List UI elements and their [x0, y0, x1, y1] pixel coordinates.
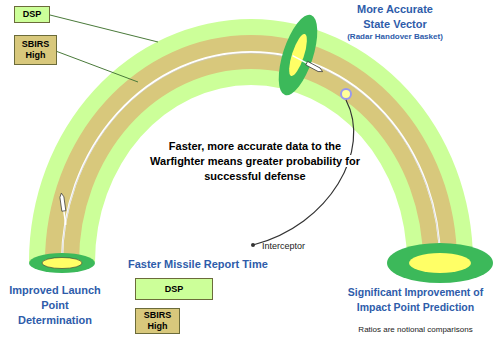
box-label: DSP: [165, 284, 184, 295]
trajectory-edge: [62, 53, 440, 263]
impact-point-heading: Significant Improvement of Impact Point …: [348, 286, 483, 313]
interceptor-label: Interceptor: [262, 241, 305, 251]
impact-ellipse: [387, 243, 493, 283]
missile-trail: [64, 211, 66, 225]
interceptor-label-box: Interceptor: [262, 238, 322, 252]
basket-subheading: (Radar Handover Basket): [347, 32, 443, 41]
report-time-heading-box: Faster Missile Report Time: [128, 256, 288, 271]
impact-core: [409, 253, 471, 273]
missile-trail: [293, 56, 307, 64]
sbirs-key-box: SBIRS High: [14, 35, 57, 65]
basket-ellipse: [271, 10, 325, 99]
dsp-time-bar: DSP: [135, 278, 213, 300]
dsp-band: [29, 19, 473, 262]
dsp-key-box: DSP: [14, 6, 50, 23]
box-label: SBIRS High: [136, 310, 179, 332]
ratios-note: Ratios are notional comparisons: [358, 325, 472, 334]
trajectory: [62, 52, 440, 262]
interceptor-site: [251, 243, 255, 247]
central-message-box: Faster, more accurate data to the Warfig…: [140, 138, 370, 183]
leader-line: [50, 15, 158, 42]
launch-point-heading-box: Improved Launch Point Determination: [6, 282, 104, 327]
basket-subheading-box: (Radar Handover Basket): [343, 29, 447, 42]
box-label: SBIRS High: [15, 39, 56, 61]
leader-line: [53, 50, 138, 82]
basket-heading: More Accurate State Vector: [357, 3, 433, 30]
central-message: Faster, more accurate data to the Warfig…: [150, 140, 360, 182]
intercept-point: [341, 89, 351, 99]
basket-heading-box: More Accurate State Vector: [343, 1, 447, 31]
ratios-note-box: Ratios are notional comparisons: [344, 322, 487, 335]
launch-core: [42, 258, 82, 269]
impact-point-heading-box: Significant Improvement of Impact Point …: [344, 284, 487, 314]
sbirs-time-bar: SBIRS High: [135, 308, 180, 334]
launch-point-heading: Improved Launch Point Determination: [9, 284, 101, 326]
basket-core: [285, 32, 310, 78]
report-time-heading: Faster Missile Report Time: [128, 258, 268, 270]
launch-ellipse: [29, 253, 95, 273]
sbirs-band: [45, 35, 457, 262]
box-label: DSP: [23, 9, 42, 20]
missile: [59, 193, 65, 211]
missile: [306, 61, 324, 73]
